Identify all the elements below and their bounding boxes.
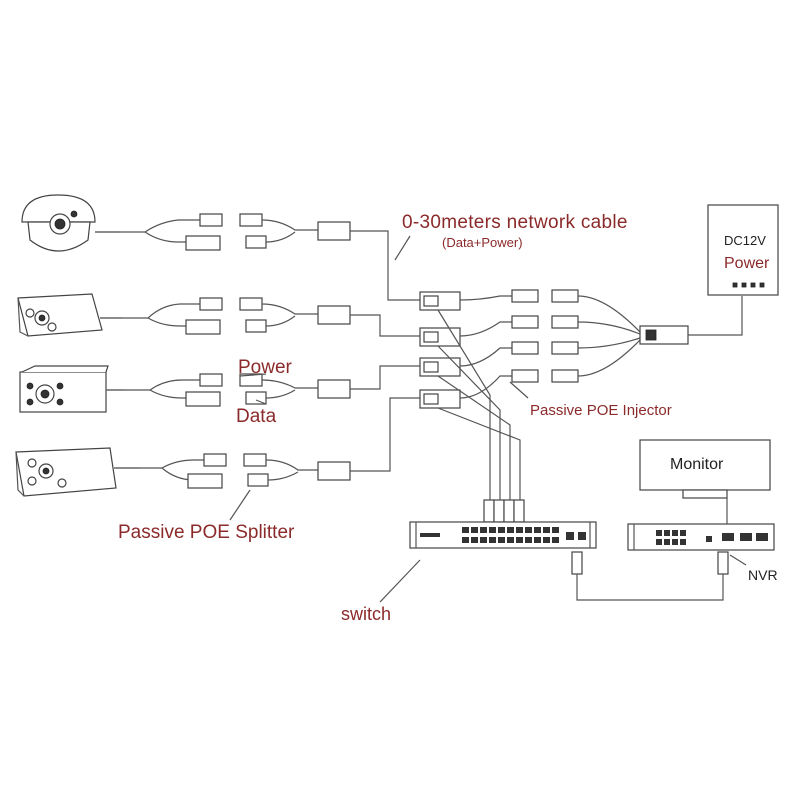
data-label: Data <box>236 406 277 427</box>
passive-poe-splitter-3 <box>124 373 351 407</box>
passive-poe-injector-3 <box>419 357 461 377</box>
nvr-device <box>627 523 775 551</box>
switch-label: switch <box>341 604 392 624</box>
passive-poe-injector-2 <box>419 327 461 347</box>
nvr-label: NVR <box>748 567 778 583</box>
passive-poe-splitter-label: Passive POE Splitter <box>118 522 295 543</box>
passive-poe-injector-1 <box>419 291 461 311</box>
dc-power-cables <box>459 289 743 399</box>
passive-poe-injector-4 <box>419 389 461 409</box>
switch-nvr-cable <box>571 551 747 601</box>
power-label: Power <box>238 357 292 378</box>
network-switch <box>409 521 597 549</box>
patch-cables <box>437 309 529 523</box>
power-supply-box <box>707 204 779 296</box>
monitor-device <box>639 439 771 524</box>
network-cable-label: 0-30meters network cable <box>402 212 628 233</box>
power-supply-label: Power <box>724 255 770 272</box>
dome-camera-icon <box>21 194 120 252</box>
leader-lines <box>229 373 421 603</box>
passive-poe-splitter-4 <box>140 453 351 489</box>
network-cables <box>350 230 420 472</box>
passive-poe-splitter-1 <box>120 213 351 251</box>
bullet-camera-icon <box>17 293 122 337</box>
box-camera-icon <box>19 365 124 413</box>
passive-poe-splitter-2 <box>122 297 351 335</box>
passive-poe-injector-label: Passive POE Injector <box>530 402 672 419</box>
network-cable-sublabel: (Data+Power) <box>442 235 523 250</box>
dc-voltage-label: DC12V <box>724 233 766 248</box>
bullet-camera-icon <box>15 447 140 497</box>
monitor-label: Monitor <box>670 456 724 473</box>
